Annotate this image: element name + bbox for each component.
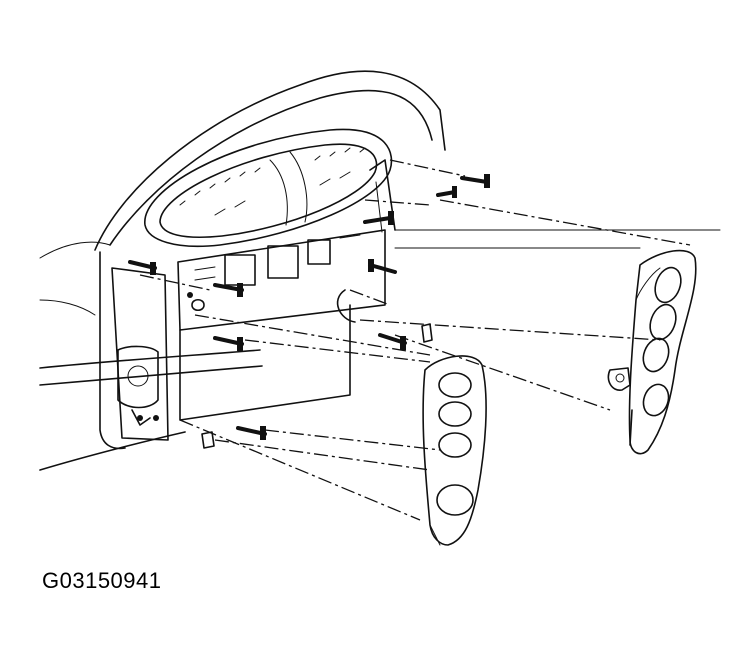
screw-icon (128, 260, 157, 275)
right-trim-panel (607, 249, 697, 455)
center-dash-panel (177, 159, 396, 421)
clip-icon (421, 323, 433, 343)
screw-icon (213, 336, 244, 351)
screw-icon (368, 259, 397, 274)
left-bracket (111, 267, 193, 441)
alignment-lines (139, 159, 691, 521)
figure-id-label: G03150941 (42, 568, 162, 593)
screw-icon (436, 186, 457, 198)
dashboard-outline (39, 70, 721, 471)
left-trim-panel (422, 355, 487, 546)
screw-icon (378, 333, 407, 350)
screw-icon (236, 426, 267, 440)
screw-icon (213, 283, 244, 297)
screw-icon (363, 211, 394, 225)
screws (128, 174, 490, 449)
cluster-gauge-marks (179, 147, 366, 216)
clip-icon (191, 298, 205, 312)
instrument-cluster (144, 128, 393, 248)
screw-icon (460, 174, 490, 188)
clip-icon (201, 431, 215, 449)
